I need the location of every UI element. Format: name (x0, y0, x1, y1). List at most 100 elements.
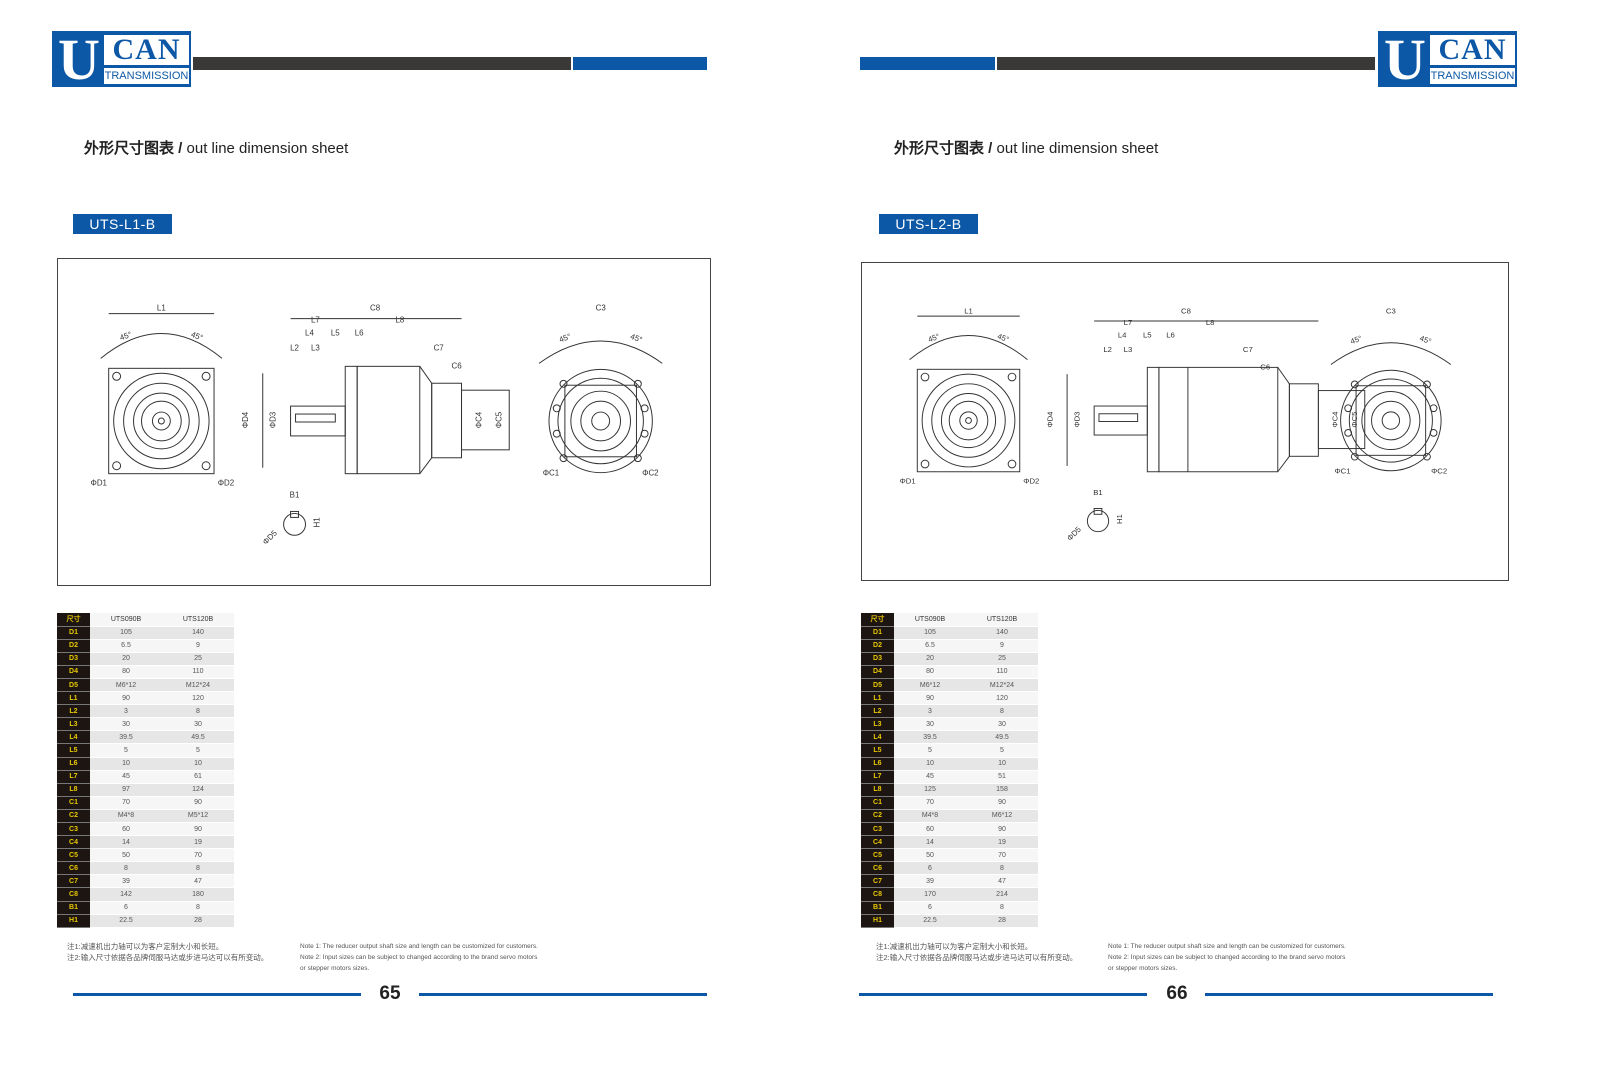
angle-arc (100, 333, 223, 359)
notes-cn: 注1:减速机出力轴可以为客户定制大小和长短。注2:输入尺寸依据各品牌伺服马达或步… (876, 941, 1077, 963)
row-label: C1 (861, 796, 894, 810)
end-circle (1340, 369, 1442, 472)
dimension-label: ΦD3 (1073, 412, 1082, 428)
dimension-label: C7 (434, 343, 445, 352)
bolt-hole (633, 379, 642, 388)
table-cell: 5 (966, 743, 1038, 758)
row-label: L7 (861, 770, 894, 784)
table-cell: 60 (90, 822, 162, 837)
column-header: 尺寸 (861, 613, 894, 627)
front-flange (916, 368, 1021, 473)
end-circle (1381, 411, 1401, 430)
end-square (1355, 385, 1427, 456)
dimension-label: 45° (927, 332, 941, 344)
table-cell: 28 (162, 914, 234, 928)
notes-en: Note 1: The reducer output shaft size an… (1108, 941, 1346, 974)
column-header: 尺寸 (57, 613, 90, 627)
heading-en: out line dimension sheet (992, 140, 1159, 157)
front-flange (108, 367, 215, 475)
table-cell: 90 (162, 796, 234, 810)
table-cell: 10 (966, 757, 1038, 771)
model-badge: UTS-L1-B (73, 214, 172, 234)
table-cell: 10 (90, 757, 162, 771)
table-cell: 90 (966, 796, 1038, 810)
footer-line (419, 993, 707, 996)
row-label: L3 (861, 717, 894, 732)
row-label: C3 (861, 822, 894, 837)
dimension-label: 45° (629, 332, 643, 345)
table-cell: 3 (90, 704, 162, 719)
gearbox-body (356, 365, 421, 475)
output-housing (431, 382, 463, 459)
table-cell: 5 (894, 743, 966, 758)
row-label: C1 (57, 796, 90, 810)
bolt-hole (920, 372, 930, 382)
table-cell: 30 (162, 717, 234, 732)
end-circle (1371, 400, 1411, 441)
key (295, 413, 336, 423)
input-shaft (1093, 405, 1148, 436)
bolt-hole (640, 429, 649, 438)
row-label: L1 (861, 691, 894, 706)
table-cell: 105 (894, 626, 966, 640)
dimension-label: L6 (1166, 330, 1175, 339)
bolt-hole (1429, 404, 1438, 413)
row-label: D2 (861, 639, 894, 653)
dimension-label: ΦD1 (900, 476, 916, 485)
dimension-label: ΦC1 (543, 469, 560, 478)
output-housing (1288, 383, 1319, 457)
table-cell: 25 (966, 652, 1038, 666)
end-circle (570, 390, 631, 452)
table-cell: 9 (162, 639, 234, 653)
row-label: L4 (57, 730, 90, 745)
row-label: H1 (861, 914, 894, 928)
angle-arc (909, 335, 1028, 361)
end-circle (557, 377, 644, 465)
heading-cn: 外形尺寸图表 / (894, 140, 993, 157)
table-cell: 8 (966, 704, 1038, 719)
bolt-hole (201, 371, 211, 381)
table-cell: M4*8 (90, 809, 162, 824)
heading-cn: 外形尺寸图表 / (84, 140, 183, 157)
bolt-hole (920, 459, 930, 469)
table-cell: 30 (966, 717, 1038, 732)
table-cell: 10 (162, 757, 234, 771)
table-cell: 8 (162, 861, 234, 876)
row-label: L3 (57, 717, 90, 732)
row-label: C6 (861, 861, 894, 876)
dimension-label: 45° (558, 332, 572, 345)
model-badge: UTS-L2-B (879, 214, 978, 234)
table-cell: 3 (894, 704, 966, 719)
row-label: L1 (57, 691, 90, 706)
row-label: D3 (861, 652, 894, 666)
table-cell: 80 (90, 665, 162, 679)
bolt-hole (552, 404, 561, 413)
table-cell: 90 (894, 691, 966, 706)
table-cell: 39.5 (90, 730, 162, 745)
row-label: D2 (57, 639, 90, 653)
note-line: 注2:输入尺寸依据各品牌伺服马达或步进马达可以有所变动。 (876, 953, 1078, 962)
table-cell: 70 (966, 848, 1038, 863)
row-label: L2 (57, 704, 90, 719)
row-label: D3 (57, 652, 90, 666)
dimension-label: L5 (331, 329, 340, 338)
dimension-label: 45° (1419, 334, 1433, 346)
table-cell: 39 (90, 874, 162, 889)
dimension-label: ΦC4 (1331, 411, 1340, 428)
row-label: D5 (57, 678, 90, 693)
table-cell: 60 (894, 822, 966, 837)
